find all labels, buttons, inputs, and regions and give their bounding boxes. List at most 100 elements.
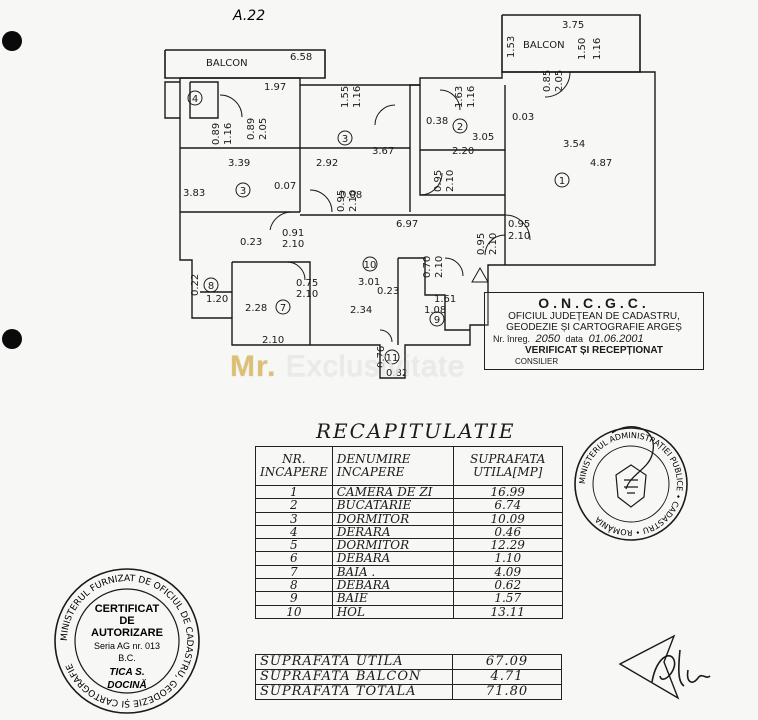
dim-label: 0.91 (282, 228, 304, 239)
dim-label: 0.23 (240, 237, 262, 248)
dim-label: 1.20 (206, 294, 228, 305)
dim-label: 4.87 (590, 158, 612, 169)
dim-label: 3.75 (562, 20, 584, 31)
dim-label: 0.82 (386, 368, 408, 379)
dim-label: 3.39 (228, 158, 250, 169)
dim-label: 2.28 (245, 303, 267, 314)
dim-label: 3.67 (372, 146, 394, 157)
header-name: DENUMIRE INCAPERE (331, 446, 454, 486)
room-number-11: 11 (386, 353, 399, 364)
dim-label: 2.10 (348, 190, 359, 212)
dim-label: 0.22 (190, 274, 201, 296)
room-number-2: 2 (457, 122, 463, 133)
dim-label: 0.75 (296, 278, 318, 289)
room-number-7: 7 (280, 303, 286, 314)
dim-label: 0.76 (376, 346, 387, 368)
dim-label: 0.89 (246, 118, 257, 140)
dim-label: 2.92 (316, 158, 338, 169)
dim-label: 0.03 (512, 112, 534, 123)
certificate-stamp: MINISTERUL FURNIZAT DE OFICIUL DE CADAST… (54, 568, 200, 714)
room-number-8: 8 (208, 281, 214, 292)
balcony-label-left: BALCON (206, 58, 248, 69)
room-number-1: 1 (559, 176, 565, 187)
room-number-10: 10 (364, 260, 377, 271)
table-header-row: NR. INCAPERE DENUMIRE INCAPERE SUPRAFATA… (255, 446, 563, 486)
dim-label: 2.10 (434, 256, 445, 278)
dim-label: 1.16 (592, 38, 603, 60)
oncgc-stamp: O.N.C.G.C. OFICIUL JUDEȚEAN DE CADASTRU,… (484, 292, 704, 370)
certificate-line: Seria AG nr. 013 (94, 641, 160, 651)
official-seal: MINISTERUL ADMINISTRAȚIEI PUBLICE • CADA… (574, 426, 688, 541)
dim-label: 6.58 (290, 52, 312, 63)
balcony-label-right: BALCON (523, 40, 565, 51)
dim-label: 0.95 (433, 170, 444, 192)
dim-label: 1.55 (340, 86, 351, 108)
dim-label: 2.10 (262, 335, 284, 346)
header-area: SUPRAFATA UTILA[MP] (452, 446, 563, 486)
certificate-line: DOCINĂ (107, 678, 146, 691)
rooms-table: NR. INCAPERE DENUMIRE INCAPERE SUPRAFATA… (255, 446, 563, 619)
punch-hole-bottom (2, 329, 22, 349)
certificate-line: CERTIFICAT (95, 603, 160, 615)
room-number-3b: 3 (240, 186, 246, 197)
dim-label: 1.63 (454, 86, 465, 108)
dim-label: 3.05 (472, 132, 494, 143)
recap-title: RECAPITULATIE (316, 419, 516, 443)
oncgc-title: O.N.C.G.C. (538, 295, 650, 311)
watermark: Mr. Exclusivitate (230, 350, 466, 383)
dim-label: 0.23 (377, 286, 399, 297)
dim-label: 0.95 (336, 190, 347, 212)
dim-label: 3.83 (183, 188, 205, 199)
dim-label: 2.10 (445, 170, 456, 192)
dim-label: 2.10 (488, 233, 499, 255)
dim-label: 1.50 (577, 38, 588, 60)
dim-label: 3.01 (358, 277, 380, 288)
dim-label: 1.16 (223, 123, 234, 145)
punch-hole-top (2, 31, 22, 51)
room-number-9: 9 (434, 315, 440, 326)
dim-label: 2.10 (282, 239, 304, 250)
header-nr: NR. INCAPERE (255, 446, 333, 486)
oncgc-office-line1: OFICIUL JUDEȚEAN DE CADASTRU, (508, 311, 680, 322)
certificate-line: AUTORIZARE (91, 627, 163, 639)
dim-label: 1.53 (506, 36, 517, 58)
certificate-line: TICA S. (109, 667, 144, 678)
dim-label: 1.16 (352, 86, 363, 108)
dim-label: 1.61 (434, 294, 456, 305)
dim-label: 0.95 (476, 233, 487, 255)
dim-label: 1.97 (264, 82, 286, 93)
dim-label: 2.10 (296, 289, 318, 300)
room-number-4: 4 (192, 94, 198, 105)
certificate-line: B.C. (118, 653, 136, 663)
signature (618, 634, 711, 700)
dim-label: 0.38 (426, 116, 448, 127)
dim-label: 2.05 (258, 118, 269, 140)
dim-label: 3.54 (563, 139, 585, 150)
dim-label: 6.97 (396, 219, 418, 230)
room-number-3a: 3 (342, 134, 348, 145)
dim-label: 1.16 (466, 86, 477, 108)
top-handwritten-note: A.22 (232, 8, 265, 24)
dim-label: 2.10 (508, 231, 530, 242)
seal-ring-text: MINISTERUL ADMINISTRAȚIEI PUBLICE • CADA… (578, 431, 684, 537)
dim-label: 0.89 (211, 123, 222, 145)
header-note: A.22 (232, 8, 265, 24)
dim-label: 0.08 (340, 190, 362, 201)
dim-label: 0.85 (542, 70, 553, 92)
oncgc-consilier: CONSILIER (515, 357, 559, 366)
dim-label: 2.34 (350, 305, 372, 316)
dim-label: 1.08 (424, 305, 446, 316)
dim-label: 0.95 (508, 219, 530, 230)
oncgc-registration-row: Nr. înreg. 2050 data 01.06.2001 (493, 333, 644, 345)
